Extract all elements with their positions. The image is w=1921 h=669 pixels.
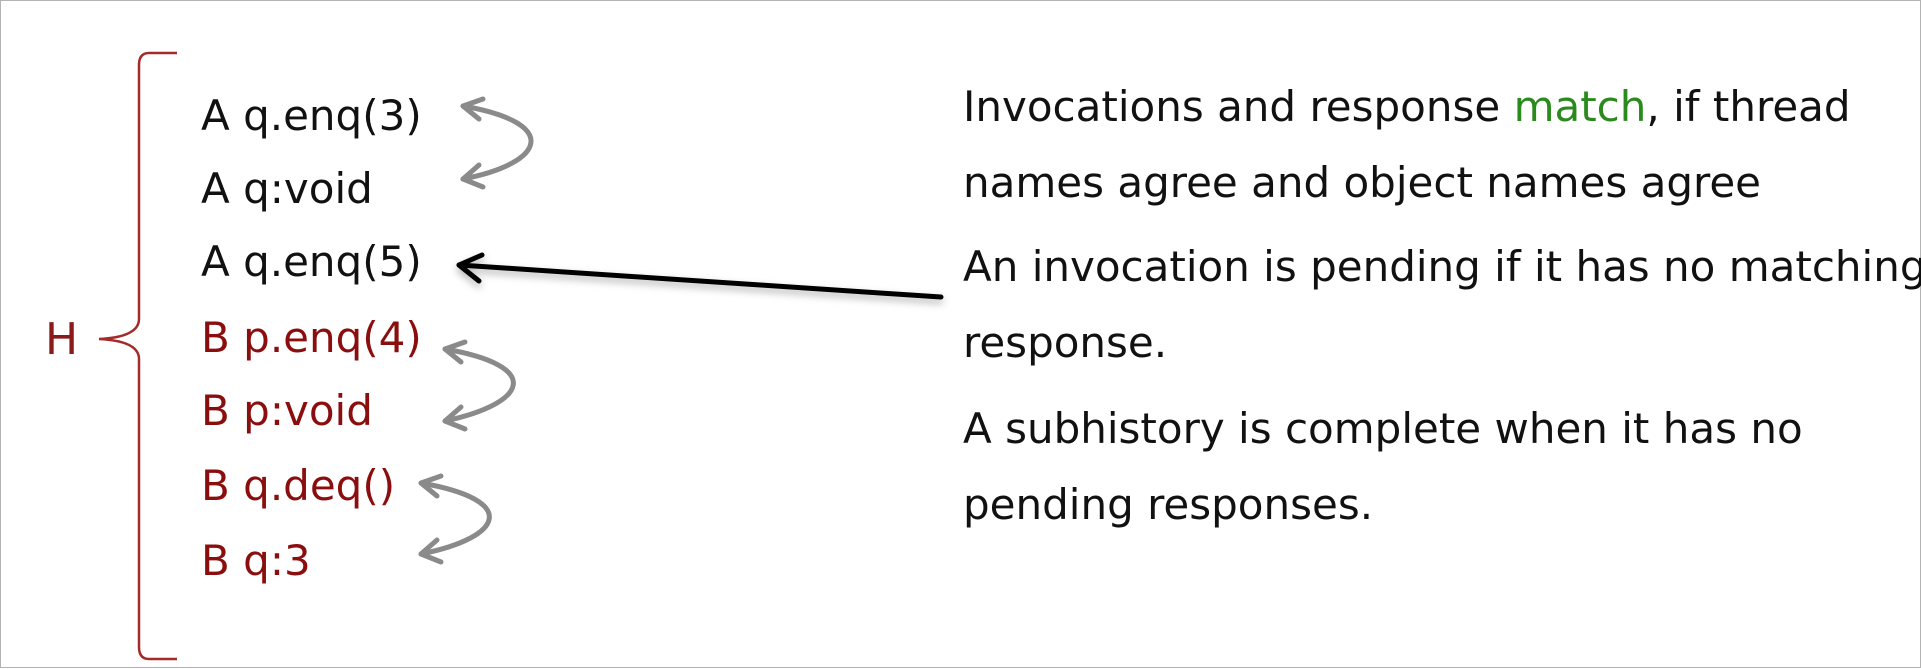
match-arrow-b-qdeq bbox=[418, 473, 492, 565]
event-b-q3: B q:3 bbox=[201, 536, 311, 585]
pending-definition-line2: response. bbox=[963, 318, 1168, 367]
pending-arrow bbox=[456, 252, 944, 300]
match-definition-line1: Invocations and response match, if threa… bbox=[963, 69, 1851, 145]
history-label: H bbox=[45, 314, 79, 365]
event-a-enq5: A q.enq(5) bbox=[201, 237, 422, 286]
match-text-before: Invocations and response bbox=[963, 82, 1514, 131]
event-b-penq4: B p.enq(4) bbox=[201, 313, 422, 362]
event-a-enq3: A q.enq(3) bbox=[201, 91, 422, 140]
match-arrow-b-penq4 bbox=[442, 339, 516, 432]
complete-definition-line1: A subhistory is complete when it has no bbox=[963, 404, 1803, 453]
pending-definition-line1: An invocation is pending if it has no ma… bbox=[963, 242, 1921, 291]
match-definition-line2: names agree and object names agree bbox=[963, 158, 1762, 207]
event-b-pvoid: B p:void bbox=[201, 386, 373, 435]
event-b-qdeq: B q.deq() bbox=[201, 461, 396, 510]
match-text-after: , if thread bbox=[1646, 82, 1851, 131]
history-brace bbox=[98, 51, 177, 661]
match-arrow-a-enq3 bbox=[460, 96, 534, 190]
event-a-void: A q:void bbox=[201, 164, 373, 213]
match-highlight: match bbox=[1513, 82, 1647, 131]
complete-definition-line2: pending responses. bbox=[963, 480, 1374, 529]
